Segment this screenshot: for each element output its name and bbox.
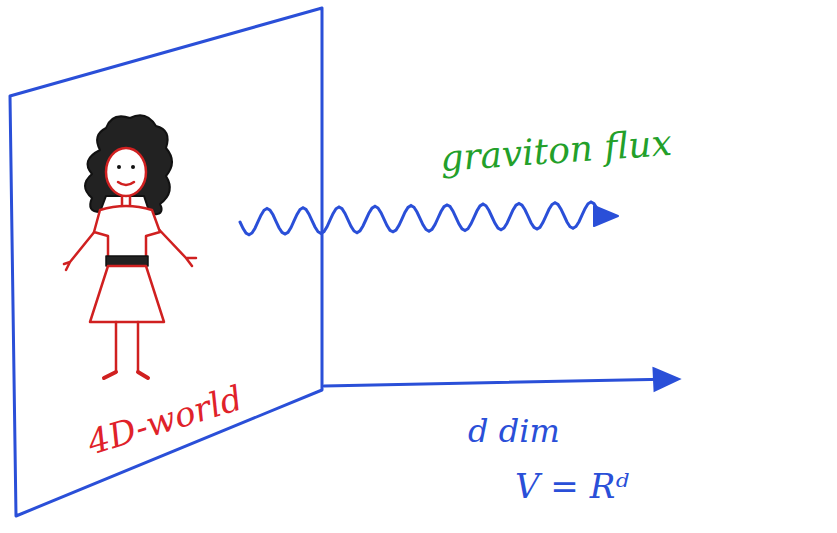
graviton-wave [240, 202, 618, 235]
flux-label: graviton flux [439, 122, 673, 179]
axis-arrow [324, 369, 678, 390]
world-plane: 4D-world [0, 0, 335, 526]
world-label: 4D-world [83, 378, 247, 463]
girl-figure [64, 115, 196, 378]
dimension-label: d dim [468, 412, 560, 450]
volume-label: V = Rᵈ [515, 466, 629, 506]
plane-outline [0, 0, 335, 526]
